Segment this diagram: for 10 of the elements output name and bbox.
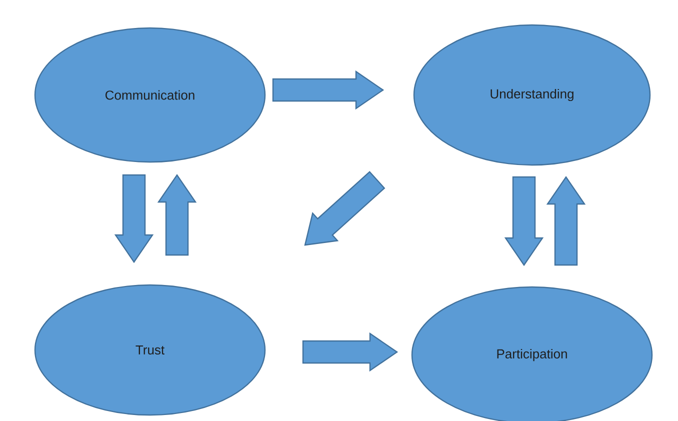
block-arrow	[272, 70, 384, 110]
block-arrow	[114, 174, 154, 264]
block-arrow	[504, 176, 544, 266]
ellipse-node: Participation	[411, 286, 653, 421]
ellipse-node: Understanding	[413, 24, 651, 166]
ellipse-node: Trust	[34, 284, 266, 416]
ellipse-node: Communication	[34, 27, 266, 163]
block-arrow	[302, 332, 398, 372]
block-arrow	[157, 174, 197, 256]
block-arrow	[546, 176, 586, 266]
